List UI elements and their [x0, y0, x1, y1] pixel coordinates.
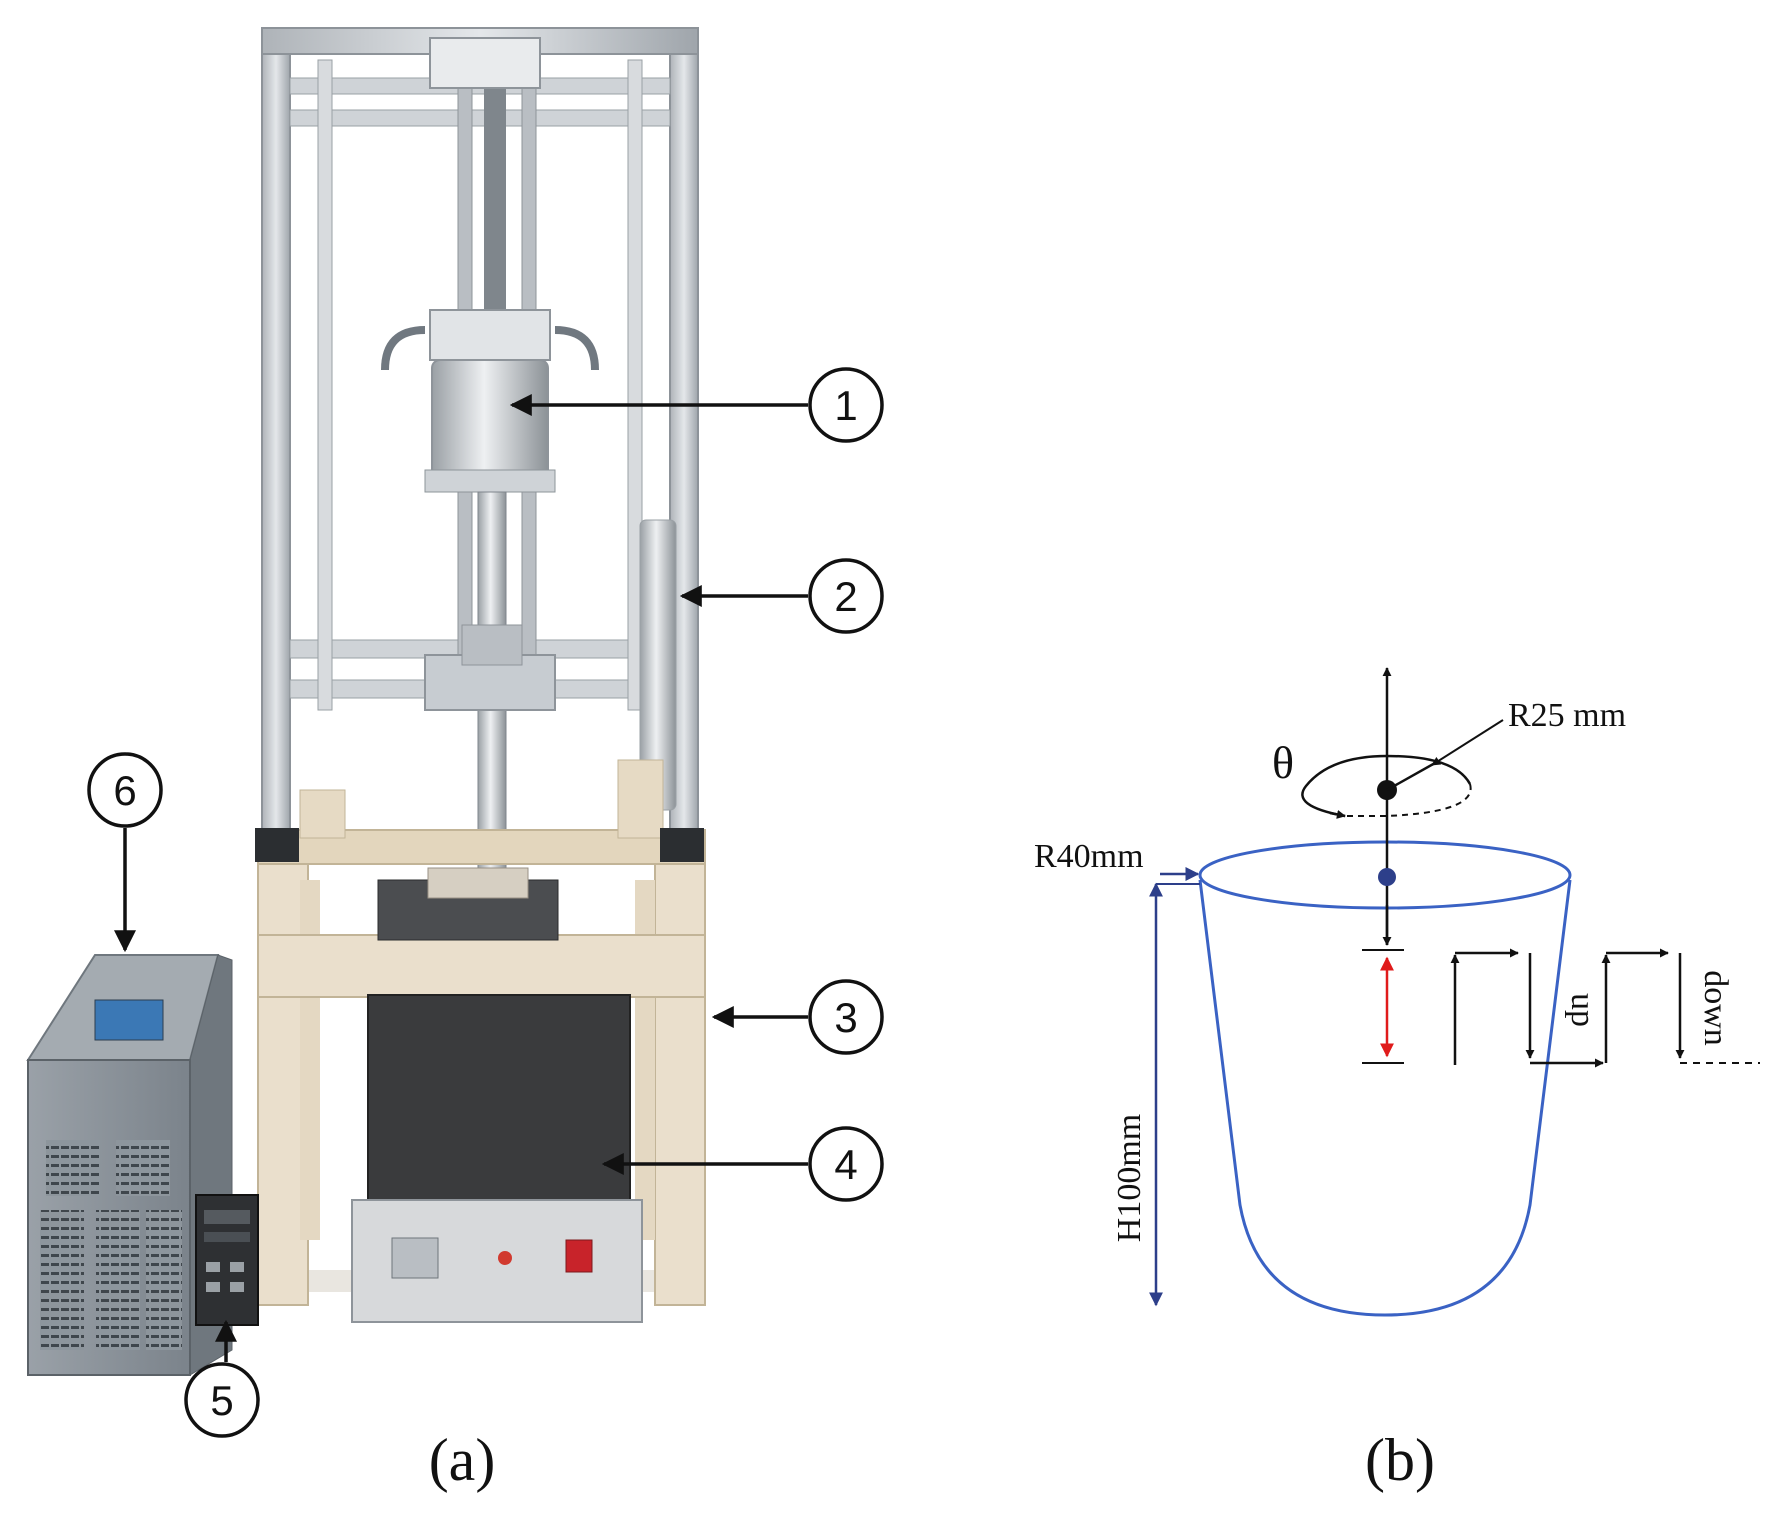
callout-4-circle: [808, 1126, 884, 1202]
callout-5-label: 5: [210, 1377, 233, 1424]
r25-radius-line: [1386, 761, 1436, 792]
crucible-body: [1198, 879, 1572, 1317]
height-label: H100mm: [1111, 1114, 1148, 1242]
callout-1-circle: [808, 367, 884, 443]
down-label: down: [1697, 970, 1734, 1046]
caption-a: (a): [429, 1427, 496, 1493]
crucible-diagram: R25 mm θ R40mm H100mm up down: [1034, 667, 1760, 1317]
wooden-support-frame: [255, 759, 706, 1306]
callout-2-label: 2: [834, 573, 857, 620]
melting-furnace: [351, 867, 643, 1323]
stirring-motor: [381, 309, 599, 913]
up-label: up: [1564, 993, 1601, 1027]
crucible-center-dot: [1378, 868, 1396, 886]
callout-6-circle: [87, 752, 163, 828]
caption-b: (b): [1365, 1427, 1435, 1493]
r25-label: R25 mm: [1508, 697, 1626, 734]
apparatus-illustration: [26, 27, 706, 1376]
callout-1-label: 1: [834, 382, 857, 429]
callout-5-circle: [184, 1362, 260, 1438]
rotation-path-dashed: [1345, 783, 1472, 817]
r40-label: R40mm: [1034, 838, 1144, 875]
theta-label: θ: [1272, 737, 1294, 788]
callout-6-label: 6: [113, 767, 136, 814]
r25-leader: [1431, 719, 1504, 766]
rotation-arrowhead: [1329, 809, 1346, 819]
callout-4-label: 4: [834, 1141, 857, 1188]
temperature-controller: [195, 1194, 259, 1326]
crucible-rim: [1198, 840, 1572, 910]
callout-group: 1 2 3 4 5 6: [87, 367, 884, 1438]
callout-2-circle: [808, 558, 884, 634]
callout-3-circle: [808, 979, 884, 1055]
rotation-path-solid: [1301, 754, 1472, 818]
callout-3-label: 3: [834, 994, 857, 1041]
